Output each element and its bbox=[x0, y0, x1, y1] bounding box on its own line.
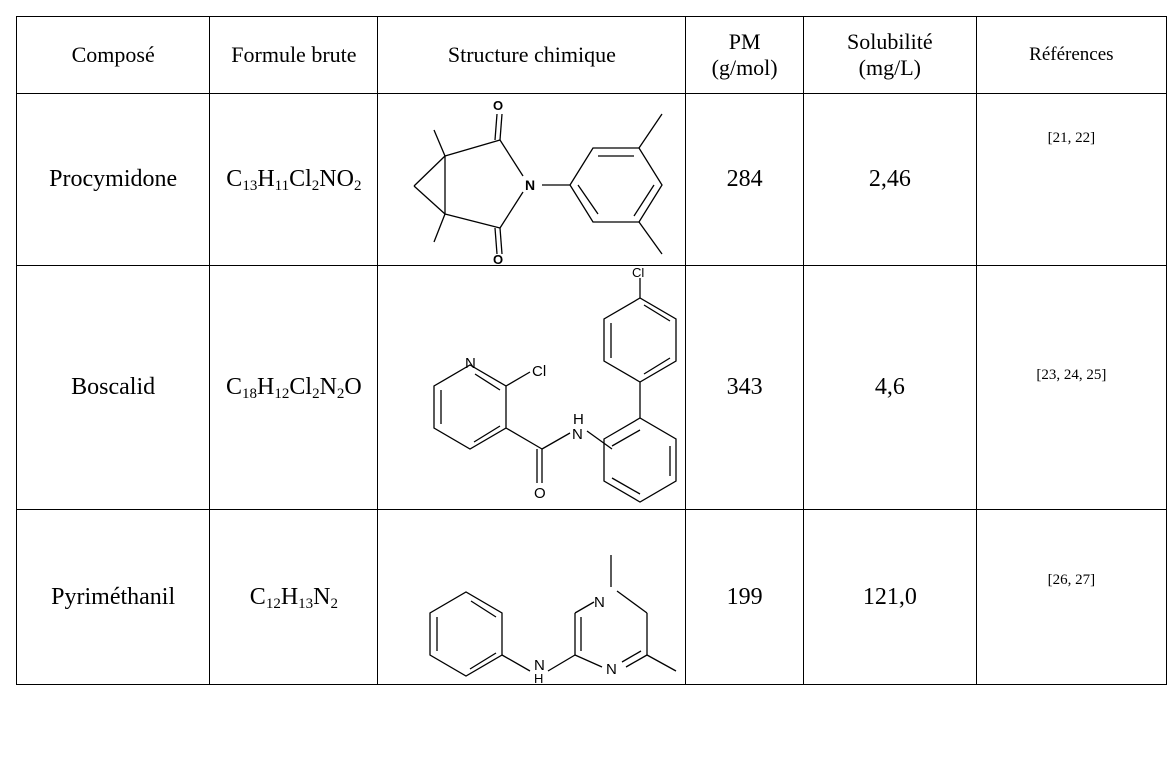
formula-subscript: 11 bbox=[274, 178, 290, 194]
table-row: Pyriméthanil C12H13N2 bbox=[15, 509, 1167, 685]
formula-element: N bbox=[319, 374, 337, 400]
formula-subscript: 2 bbox=[311, 178, 320, 194]
compound-solubility: 121,0 bbox=[802, 509, 977, 685]
formula-subscript: 13 bbox=[242, 178, 258, 194]
compound-refs: [21, 22] bbox=[975, 93, 1167, 266]
formula-subscript: 2 bbox=[330, 595, 339, 612]
compound-solubility: 2,46 bbox=[802, 93, 977, 266]
compound-pm: 199 bbox=[685, 509, 804, 685]
atom-n-amide: N bbox=[572, 426, 583, 443]
compound-refs: [26, 27] bbox=[975, 509, 1167, 685]
table-row: Procymidone C13H11Cl2NO2 bbox=[15, 93, 1167, 266]
formula-subscript: 13 bbox=[298, 595, 314, 612]
formula-subscript: 2 bbox=[353, 178, 362, 194]
boscalid-structure-icon: Cl N Cl H N O bbox=[377, 265, 687, 510]
compound-formula: C12H13N2 bbox=[209, 509, 379, 685]
atom-n-bottom: N bbox=[606, 661, 617, 678]
compound-name: Boscalid bbox=[15, 265, 211, 510]
atom-o-bottom: O bbox=[493, 252, 503, 264]
formula-subscript: 12 bbox=[265, 595, 281, 612]
header-compose: Composé bbox=[15, 16, 211, 94]
header-row: Composé Formule brute Structure chimique… bbox=[15, 16, 1167, 94]
formula-element: C bbox=[249, 583, 266, 610]
procymidone-structure-icon: O N O bbox=[377, 93, 687, 266]
header-pm-line1: PM bbox=[728, 29, 761, 54]
formula-subscript: 12 bbox=[274, 386, 290, 402]
formula-subscript: 18 bbox=[242, 386, 258, 402]
atom-n-ring: N bbox=[465, 355, 476, 372]
formula-element: C bbox=[226, 166, 243, 192]
formula-element: Cl bbox=[289, 374, 313, 400]
header-sol-line1: Solubilité bbox=[847, 29, 933, 54]
atom-nh-h: H bbox=[534, 671, 543, 683]
formula-subscript: 2 bbox=[312, 386, 320, 402]
header-formule: Formule brute bbox=[209, 16, 379, 94]
compound-pm: 284 bbox=[685, 93, 804, 266]
formula-element: O bbox=[344, 374, 362, 400]
atom-cl-top: Cl bbox=[632, 268, 644, 280]
compounds-table: Composé Formule brute Structure chimique… bbox=[15, 16, 1167, 685]
formula-subscript: 2 bbox=[336, 386, 345, 402]
formula-element: O bbox=[336, 166, 354, 192]
atom-n-top: N bbox=[594, 594, 605, 611]
compound-pm: 343 bbox=[685, 265, 804, 510]
header-pm: PM(g/mol) bbox=[685, 16, 804, 94]
formula-element: Cl bbox=[289, 166, 312, 192]
header-pm-line2: (g/mol) bbox=[711, 55, 778, 80]
formula-element: N bbox=[319, 166, 337, 192]
compound-refs: [23, 24, 25] bbox=[975, 265, 1167, 510]
header-sol-line2: (mg/L) bbox=[858, 55, 921, 80]
atom-h: H bbox=[573, 411, 584, 428]
atom-cl-ring: Cl bbox=[532, 363, 546, 380]
header-refs: Références bbox=[975, 16, 1167, 94]
formula-element: H bbox=[257, 166, 275, 192]
formula-element: H bbox=[257, 374, 275, 400]
atom-nh-n: N bbox=[534, 657, 545, 674]
header-solubility: Solubilité(mg/L) bbox=[802, 16, 977, 94]
formula-element: N bbox=[313, 583, 331, 610]
table-row: Boscalid C18H12Cl2N2O bbox=[15, 265, 1167, 510]
compound-name: Procymidone bbox=[15, 93, 211, 266]
pyrimethanil-structure-icon: N N N H bbox=[377, 509, 687, 685]
compound-name: Pyriméthanil bbox=[15, 509, 211, 685]
compound-solubility: 4,6 bbox=[802, 265, 977, 510]
formula-element: C bbox=[226, 374, 243, 400]
compound-formula: C13H11Cl2NO2 bbox=[209, 93, 379, 266]
atom-o-top: O bbox=[493, 98, 503, 113]
compound-formula: C18H12Cl2N2O bbox=[209, 265, 379, 510]
formula-element: H bbox=[280, 583, 299, 610]
atom-o: O bbox=[534, 485, 546, 502]
header-structure: Structure chimique bbox=[377, 16, 687, 94]
atom-n: N bbox=[525, 177, 535, 193]
